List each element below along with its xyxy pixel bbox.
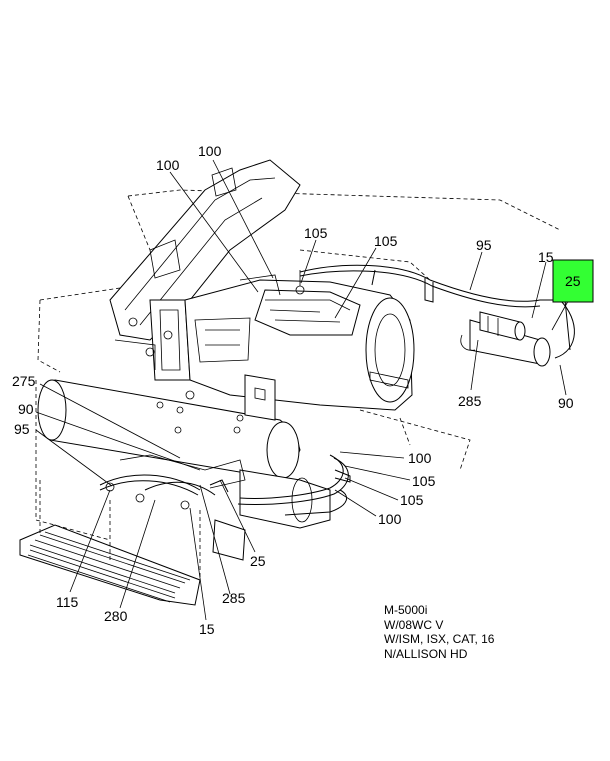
- leader-lines: [35, 159, 573, 621]
- highlight-box: [552, 259, 594, 303]
- applicability-notes: M-5000i W/08WC V W/ISM, ISX, CAT, 16 N/A…: [384, 603, 495, 661]
- callout-105: 105: [374, 233, 398, 249]
- callout-25: 25: [250, 553, 266, 569]
- note-line: M-5000i: [384, 603, 427, 617]
- callout-280: 280: [104, 608, 128, 624]
- wiring-harness-lower: [99, 454, 351, 516]
- callout-95: 95: [476, 237, 492, 253]
- starter-motor: [460, 311, 551, 367]
- callout-105: 105: [400, 492, 424, 508]
- callout-285: 285: [222, 590, 246, 606]
- callout-100: 100: [198, 143, 222, 159]
- callout-15: 15: [199, 621, 215, 637]
- callout-285: 285: [458, 393, 482, 409]
- callout-105: 105: [412, 473, 436, 489]
- frame-rails: [35, 189, 561, 541]
- callout-25-highlighted: 25: [565, 273, 581, 289]
- note-line: W/ISM, ISX, CAT, 16: [384, 632, 495, 646]
- step-assembly: [19, 480, 246, 606]
- callout-275: 275: [12, 373, 36, 389]
- callout-90: 90: [18, 401, 34, 417]
- callout-labels: 100 100 105 105 95 15 25 275 90 95 285 9…: [12, 143, 581, 637]
- note-line: N/ALLISON HD: [384, 647, 468, 661]
- callout-15: 15: [538, 249, 554, 265]
- callout-115: 115: [56, 594, 79, 610]
- note-line: W/08WC V: [384, 618, 443, 632]
- callout-105: 105: [304, 225, 328, 241]
- transmission-assembly: [184, 270, 415, 411]
- callout-95: 95: [14, 421, 30, 437]
- callout-100: 100: [408, 450, 432, 466]
- callout-100: 100: [378, 511, 402, 527]
- tank-cylinder: [37, 374, 331, 529]
- callout-90: 90: [558, 395, 574, 411]
- callout-100: 100: [156, 157, 180, 173]
